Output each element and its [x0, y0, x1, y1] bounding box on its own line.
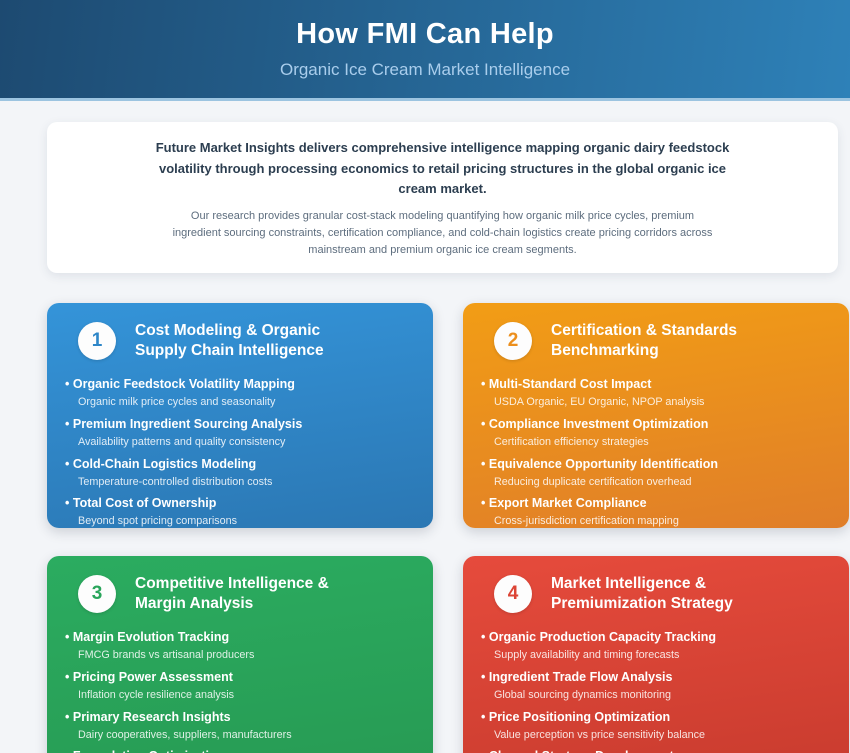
- item-detail: Inflation cycle resilience analysis: [78, 688, 235, 701]
- card-items: Organic Production Capacity Tracking Sup…: [481, 630, 831, 753]
- card-number-badge: 3: [78, 575, 116, 614]
- item-detail: Supply availability and timing forecasts: [494, 648, 680, 661]
- page-subtitle: Organic Ice Cream Market Intelligence: [279, 60, 571, 79]
- list-item: Primary Research Insights Dairy cooperat…: [65, 710, 415, 742]
- cards-grid: 1 Cost Modeling & Organic Supply Chain I…: [47, 302, 849, 753]
- item-heading: Price Positioning Optimization: [481, 710, 831, 725]
- card-header: 4 Market Intelligence & Premiumization S…: [481, 574, 831, 615]
- item-detail: Dairy cooperatives, suppliers, manufactu…: [78, 728, 292, 741]
- item-heading: Ingredient Trade Flow Analysis: [481, 670, 831, 685]
- item-heading: Multi-Standard Cost Impact: [481, 377, 831, 392]
- card-title: Competitive Intelligence & Margin Analys…: [135, 574, 329, 613]
- item-detail: Cross-jurisdiction certification mapping: [494, 515, 679, 528]
- list-item: Multi-Standard Cost Impact USDA Organic,…: [481, 377, 831, 409]
- page-title: How FMI Can Help: [296, 18, 554, 50]
- card-title: Cost Modeling & Organic Supply Chain Int…: [135, 321, 324, 360]
- item-heading: Channel Strategy Development: [481, 749, 831, 753]
- item-heading: Cold-Chain Logistics Modeling: [65, 457, 415, 472]
- card-header: 3 Competitive Intelligence & Margin Anal…: [65, 574, 415, 615]
- list-item: Margin Evolution Tracking FMCG brands vs…: [65, 630, 415, 662]
- card-number-badge: 4: [494, 575, 532, 614]
- item-heading: Total Cost of Ownership: [65, 496, 415, 511]
- item-detail: Availability patterns and quality consis…: [78, 435, 286, 448]
- card-items: Multi-Standard Cost Impact USDA Organic,…: [481, 377, 831, 528]
- card-number-badge: 2: [494, 322, 532, 361]
- card-competitive: 3 Competitive Intelligence & Margin Anal…: [47, 555, 433, 753]
- item-heading: Primary Research Insights: [65, 710, 415, 725]
- card-certification: 2 Certification & Standards Benchmarking…: [463, 302, 849, 528]
- item-detail: FMCG brands vs artisanal producers: [78, 648, 255, 661]
- item-detail: Value perception vs price sensitivity ba…: [494, 728, 706, 741]
- list-item: Total Cost of Ownership Beyond spot pric…: [65, 496, 415, 527]
- item-heading: Equivalence Opportunity Identification: [481, 457, 831, 472]
- card-market-intelligence: 4 Market Intelligence & Premiumization S…: [463, 555, 849, 753]
- item-detail: Temperature-controlled distribution cost…: [78, 475, 273, 488]
- list-item: Pricing Power Assessment Inflation cycle…: [65, 670, 415, 702]
- list-item: Organic Feedstock Volatility Mapping Org…: [65, 377, 415, 409]
- item-detail: Certification efficiency strategies: [494, 435, 649, 448]
- card-title: Certification & Standards Benchmarking: [551, 321, 738, 360]
- list-item: Compliance Investment Optimization Certi…: [481, 417, 831, 449]
- item-detail: Beyond spot pricing comparisons: [78, 515, 238, 528]
- item-heading: Compliance Investment Optimization: [481, 417, 831, 432]
- intro-body: Our research provides granular cost-stac…: [172, 209, 713, 257]
- list-item: Ingredient Trade Flow Analysis Global so…: [481, 670, 831, 702]
- card-title: Market Intelligence & Premiumization Str…: [551, 574, 733, 613]
- card-items: Margin Evolution Tracking FMCG brands vs…: [65, 630, 415, 753]
- item-heading: Export Market Compliance: [481, 496, 831, 511]
- item-heading: Margin Evolution Tracking: [65, 630, 415, 645]
- card-items: Organic Feedstock Volatility Mapping Org…: [65, 377, 415, 528]
- list-item: Organic Production Capacity Tracking Sup…: [481, 630, 831, 662]
- intro-lead: Future Market Insights delivers comprehe…: [155, 140, 730, 197]
- card-header: 1 Cost Modeling & Organic Supply Chain I…: [65, 321, 415, 362]
- list-item: Equivalence Opportunity Identification R…: [481, 457, 831, 489]
- card-header: 2 Certification & Standards Benchmarking: [481, 321, 831, 362]
- list-item: Channel Strategy Development Retail and …: [481, 749, 831, 753]
- item-heading: Organic Feedstock Volatility Mapping: [65, 377, 415, 392]
- list-item: Price Positioning Optimization Value per…: [481, 710, 831, 742]
- item-heading: Formulation Optimization: [65, 749, 415, 753]
- list-item: Formulation Optimization Cost vs certifi…: [65, 749, 415, 753]
- item-heading: Premium Ingredient Sourcing Analysis: [65, 417, 415, 432]
- item-heading: Pricing Power Assessment: [65, 670, 415, 685]
- list-item: Premium Ingredient Sourcing Analysis Ava…: [65, 417, 415, 449]
- page-header: How FMI Can Help Organic Ice Cream Marke…: [0, 0, 850, 101]
- item-detail: Reducing duplicate certification overhea…: [494, 475, 692, 488]
- card-number-badge: 1: [78, 322, 116, 361]
- list-item: Export Market Compliance Cross-jurisdict…: [481, 496, 831, 527]
- item-detail: Global sourcing dynamics monitoring: [494, 688, 672, 701]
- list-item: Cold-Chain Logistics Modeling Temperatur…: [65, 457, 415, 489]
- item-heading: Organic Production Capacity Tracking: [481, 630, 831, 645]
- item-detail: Organic milk price cycles and seasonalit…: [78, 395, 276, 408]
- intro-card: Future Market Insights delivers comprehe…: [47, 122, 838, 273]
- card-cost-modeling: 1 Cost Modeling & Organic Supply Chain I…: [47, 302, 433, 528]
- item-detail: USDA Organic, EU Organic, NPOP analysis: [494, 395, 705, 408]
